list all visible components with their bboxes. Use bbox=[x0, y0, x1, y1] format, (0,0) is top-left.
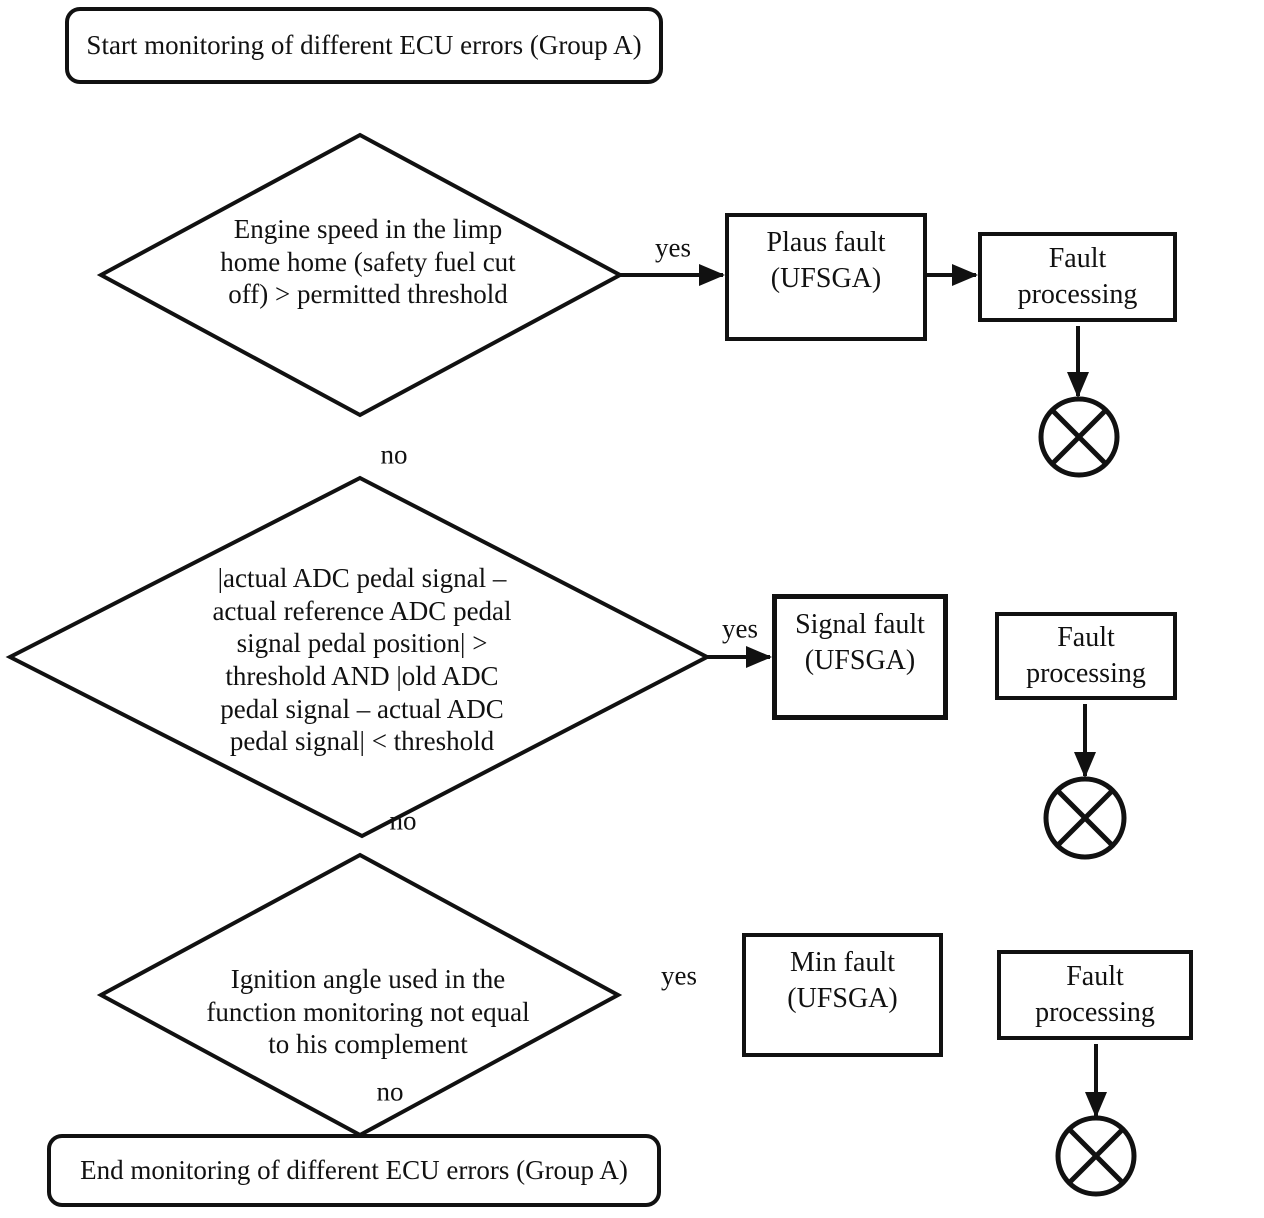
terminator-crossed-circle-icon-1 bbox=[1038, 396, 1120, 478]
terminator-crossed-circle-icon-3 bbox=[1055, 1115, 1137, 1197]
yes-label-adc-pedal-signal: yes bbox=[722, 613, 758, 644]
fault-box-min: Min fault (UFSGA) bbox=[742, 933, 943, 1057]
fault-box-plaus: Plaus fault (UFSGA) bbox=[725, 213, 927, 341]
no-label-engine-speed: no bbox=[380, 439, 408, 470]
start-node: Start monitoring of different ECU errors… bbox=[65, 7, 663, 84]
fault-processing-box-1: Fault processing bbox=[978, 232, 1177, 322]
decision-diamond-adc-pedal-signal bbox=[5, 475, 712, 839]
decision-text-engine-speed: Engine speed in the limp home home (safe… bbox=[220, 214, 516, 310]
decision-text-ignition-angle: Ignition angle used in the function moni… bbox=[206, 964, 530, 1060]
decision-text-adc-pedal-signal: |actual ADC pedal signal – actual refere… bbox=[212, 563, 512, 757]
yes-label-ignition-angle: yes bbox=[661, 960, 697, 991]
decision-diamond-engine-speed bbox=[96, 132, 625, 418]
no-label-adc-pedal-signal: no bbox=[389, 805, 417, 836]
fault-box-signal: Signal fault (UFSGA) bbox=[772, 594, 948, 720]
end-node: End monitoring of different ECU errors (… bbox=[47, 1134, 661, 1207]
fault-processing-box-3: Fault processing bbox=[997, 950, 1193, 1040]
yes-label-engine-speed: yes bbox=[655, 232, 691, 263]
terminator-crossed-circle-icon-2 bbox=[1043, 776, 1127, 860]
no-label-ignition-angle: no bbox=[376, 1076, 404, 1107]
fault-processing-box-2: Fault processing bbox=[995, 612, 1177, 700]
